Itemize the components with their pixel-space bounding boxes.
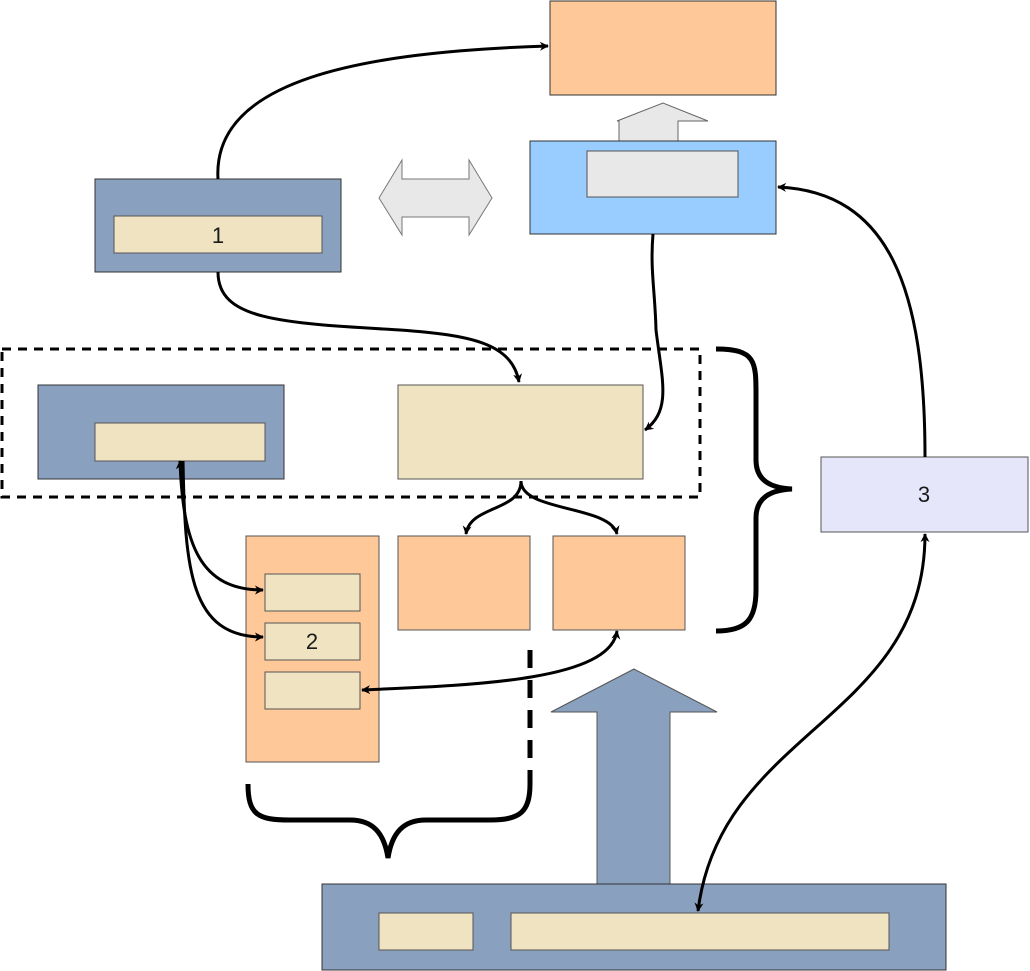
box-2-slot-top bbox=[264, 573, 361, 612]
large-up-arrow bbox=[550, 668, 718, 885]
label-1: 1 bbox=[212, 223, 224, 248]
right-curly-brace bbox=[715, 346, 793, 634]
connector-blue-to-central bbox=[644, 233, 665, 432]
top-peach-box bbox=[549, 0, 777, 96]
label-3: 3 bbox=[918, 482, 930, 507]
box-1-inner bbox=[113, 215, 323, 254]
connector-peach-right-to-slot-bottom bbox=[361, 630, 621, 695]
light-blue-inner-box bbox=[586, 150, 739, 198]
connector-left-slate-to-slot-top bbox=[175, 460, 264, 595]
connector-1-to-top-peach bbox=[216, 41, 549, 180]
label-2: 2 bbox=[306, 629, 318, 654]
bottom-bar-slot-small bbox=[378, 912, 474, 951]
connector-central-to-peach-right bbox=[519, 480, 620, 535]
connector-left-slate-to-slot-middle bbox=[181, 460, 264, 642]
connector-1-to-central bbox=[216, 271, 522, 383]
box-2-slot-bottom bbox=[264, 671, 361, 710]
connector-3-to-bottom-bar bbox=[694, 533, 930, 912]
box-2-slot-middle bbox=[264, 622, 361, 661]
bottom-curly-brace bbox=[245, 783, 533, 859]
box-3 bbox=[820, 456, 1029, 533]
bottom-bar-slot-wide bbox=[510, 912, 890, 951]
peach-box-right bbox=[552, 535, 686, 631]
dashed-group-frame bbox=[0, 347, 702, 499]
central-cream-box bbox=[397, 384, 644, 480]
connector-3-to-blue bbox=[777, 182, 927, 458]
gray-double-arrow bbox=[378, 158, 493, 237]
peach-box-left bbox=[397, 535, 531, 631]
connector-central-to-peach-left bbox=[462, 480, 523, 535]
left-slate-inner bbox=[94, 422, 266, 462]
